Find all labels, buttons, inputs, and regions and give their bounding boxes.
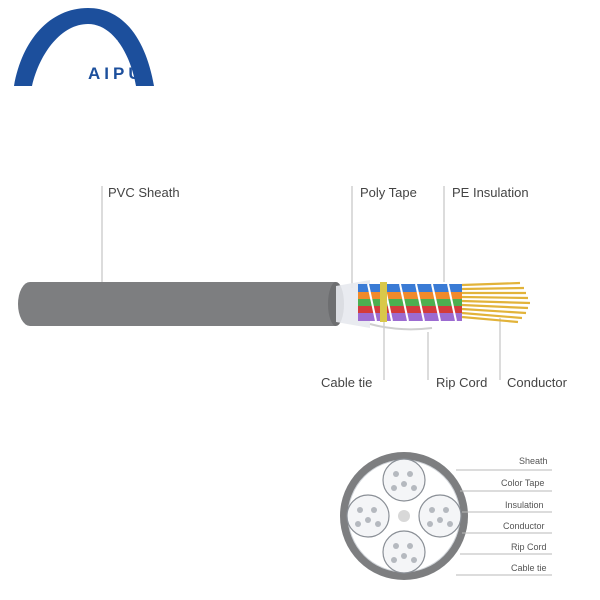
center-rip-cord xyxy=(398,510,410,522)
xs-label-insulation: Insulation xyxy=(505,500,544,510)
xs-label-sheath: Sheath xyxy=(519,456,548,466)
xs-label-rip-cord: Rip Cord xyxy=(511,542,547,552)
xs-label-cable-tie: Cable tie xyxy=(511,563,547,573)
xs-label-color-tape: Color Tape xyxy=(501,478,544,488)
xs-label-conductor: Conductor xyxy=(503,521,545,531)
